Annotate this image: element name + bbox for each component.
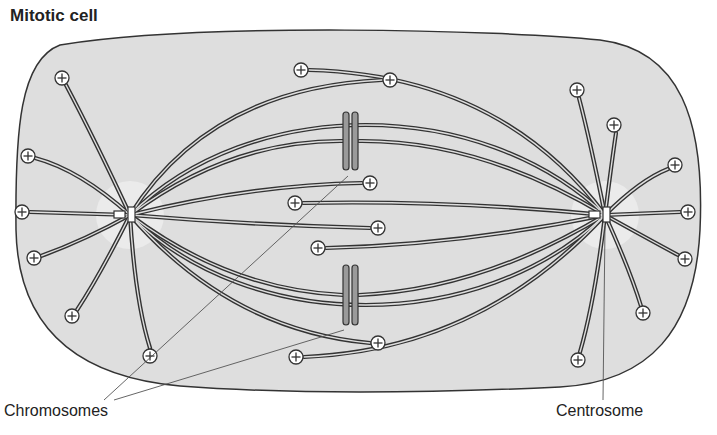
leader-line xyxy=(104,176,605,400)
cell-outline xyxy=(16,30,701,392)
centriole-pair xyxy=(114,207,610,222)
part-label: Chromosomes xyxy=(4,402,108,420)
plus-end-symbol xyxy=(15,63,695,367)
figure-title: Mitotic cell xyxy=(10,6,98,26)
chromosome-symbol xyxy=(343,112,358,325)
microtubule-outline xyxy=(30,70,680,357)
part-label: Centrosome xyxy=(556,402,643,420)
microtubule-core xyxy=(30,70,680,357)
